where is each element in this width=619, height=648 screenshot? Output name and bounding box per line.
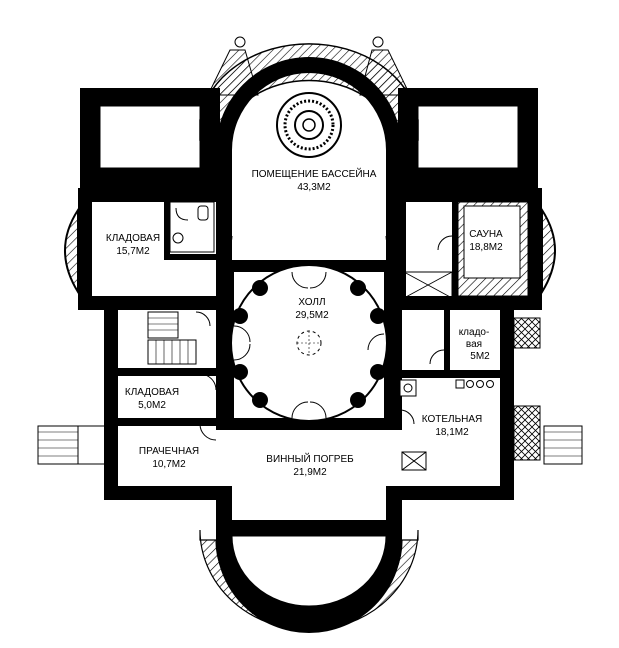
chimney (513, 317, 541, 461)
doors (195, 235, 453, 441)
pantry-line1: кладо- (459, 327, 490, 338)
pool-rosette (276, 92, 342, 158)
boiler-area: 18,1М2 (435, 427, 469, 438)
top-left-wing (80, 88, 220, 188)
pantry-area: 5М2 (470, 351, 490, 362)
sauna-area: 18,8М2 (469, 242, 503, 253)
hall-rotunda (230, 264, 388, 422)
storage2-name: КЛАДОВАЯ (125, 387, 179, 398)
laundry-area: 10,7М2 (152, 459, 186, 470)
storage1-area: 15,7М2 (116, 246, 150, 257)
pool-room-name: ПОМЕЩЕНИЕ БАССЕЙНА (252, 167, 377, 180)
wine-area: 21,9М2 (293, 467, 327, 478)
hall-area: 29,5М2 (295, 310, 329, 321)
boiler-name: КОТЕЛЬНАЯ (422, 414, 483, 425)
left-stairs (147, 311, 197, 365)
outer-walls (78, 57, 542, 536)
sauna-name: САУНА (469, 229, 503, 240)
wc-fixtures (169, 201, 215, 253)
laundry-name: ПРАЧЕЧНАЯ (139, 446, 199, 457)
room-labels: ПОМЕЩЕНИЕ БАССЕЙНА 43,3М2 КЛАДОВАЯ 15,7М… (106, 167, 503, 478)
wine-name: ВИННЫЙ ПОГРЕБ (266, 452, 354, 465)
boiler-fixtures (399, 379, 494, 471)
storage2-area: 5,0М2 (138, 400, 166, 411)
side-bays (64, 206, 556, 296)
bottom-terrace (199, 529, 419, 633)
storage1-name: КЛАДОВАЯ (106, 233, 160, 244)
top-right-wing (398, 88, 538, 188)
pool-room-area: 43,3М2 (297, 182, 331, 193)
hall-name: ХОЛЛ (298, 297, 325, 308)
pantry-line2: вая (466, 339, 482, 350)
sauna-bench (403, 201, 529, 299)
external-stairs (37, 425, 583, 465)
